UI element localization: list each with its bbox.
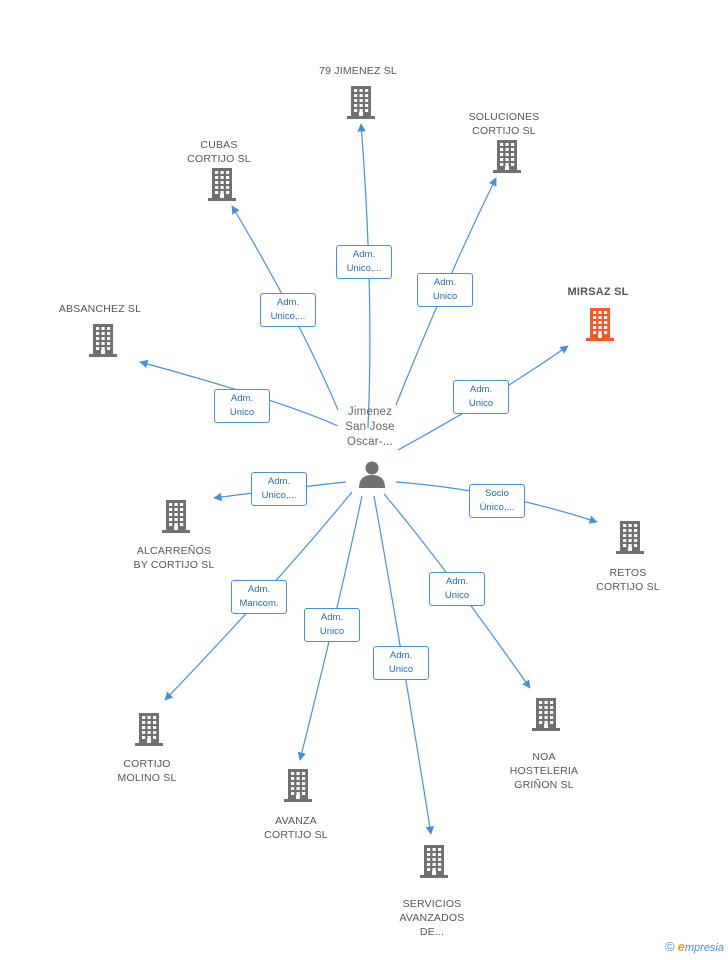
center-person-node[interactable] <box>357 459 387 494</box>
building-icon <box>208 168 236 201</box>
person-icon <box>359 461 385 488</box>
building-icon <box>89 324 117 357</box>
company-node-noa-hosteleria[interactable] <box>530 696 562 737</box>
company-label-soluciones-cortijo: SOLUCIONES CORTIJO SL <box>468 111 540 137</box>
center-person-label: Jimenez San Jose Oscar-... <box>345 406 395 448</box>
building-icon <box>532 698 560 731</box>
brand-logo[interactable]: © empresia <box>664 939 724 954</box>
company-node-avanza-cortijo[interactable] <box>282 767 314 808</box>
edge-label-noa-hosteleria[interactable]: Adm. Unico <box>429 572 485 606</box>
edge-label-soluciones-cortijo[interactable]: Adm. Unico <box>417 273 473 307</box>
company-node-soluciones-cortijo[interactable] <box>491 138 523 179</box>
edge-label-79-jimenez[interactable]: Adm. Unico,... <box>336 245 392 279</box>
building-icon <box>616 521 644 554</box>
building-icon <box>284 769 312 802</box>
building-icon <box>586 308 614 341</box>
edge-label-cortijo-molino[interactable]: Adm. Mancom. <box>231 580 287 614</box>
company-label-servicios-avanzados: SERVICIOS AVANZADOS DE... <box>399 898 465 938</box>
edge-label-mirsaz[interactable]: Adm. Unico <box>453 380 509 414</box>
company-label-alcarrenos: ALCARREÑOS BY CORTIJO SL <box>133 545 215 571</box>
copyright-icon: © <box>664 939 675 954</box>
building-icon <box>162 500 190 533</box>
building-icon <box>135 713 163 746</box>
edge-label-avanza-cortijo[interactable]: Adm. Unico <box>304 608 360 642</box>
building-icon <box>493 140 521 173</box>
company-node-cubas-cortijo[interactable] <box>206 166 238 207</box>
company-node-absanchez[interactable] <box>87 322 119 363</box>
edge-79-jimenez <box>357 123 371 429</box>
building-icon <box>347 86 375 119</box>
company-label-avanza-cortijo: AVANZA CORTIJO SL <box>264 815 328 841</box>
company-node-retos-cortijo[interactable] <box>614 519 646 560</box>
edge-label-absanchez[interactable]: Adm. Unico <box>214 389 270 423</box>
edge-label-retos-cortijo[interactable]: Socio Único,... <box>469 484 525 518</box>
company-node-alcarrenos[interactable] <box>160 498 192 539</box>
company-label-retos-cortijo: RETOS CORTIJO SL <box>596 567 660 593</box>
company-label-noa-hosteleria: NOA HOSTELERIA GRIÑON SL <box>509 751 579 791</box>
company-node-servicios-avanzados[interactable] <box>418 843 450 884</box>
edge-label-servicios-avanzados[interactable]: Adm. Unico <box>373 646 429 680</box>
company-node-79-jimenez[interactable] <box>345 84 377 125</box>
building-icon <box>420 845 448 878</box>
edge-label-cubas-cortijo[interactable]: Adm. Unico,... <box>260 293 316 327</box>
company-label-cubas-cortijo: CUBAS CORTIJO SL <box>187 139 251 165</box>
company-node-cortijo-molino[interactable] <box>133 711 165 752</box>
company-node-mirsaz[interactable] <box>584 306 616 347</box>
company-label-79-jimenez: 79 JIMENEZ SL <box>319 65 397 77</box>
edge-label-alcarrenos[interactable]: Adm. Unico,... <box>251 472 307 506</box>
company-label-absanchez: ABSANCHEZ SL <box>58 303 142 315</box>
company-label-mirsaz: MIRSAZ SL <box>567 286 629 298</box>
company-label-cortijo-molino: CORTIJO MOLINO SL <box>117 758 177 784</box>
